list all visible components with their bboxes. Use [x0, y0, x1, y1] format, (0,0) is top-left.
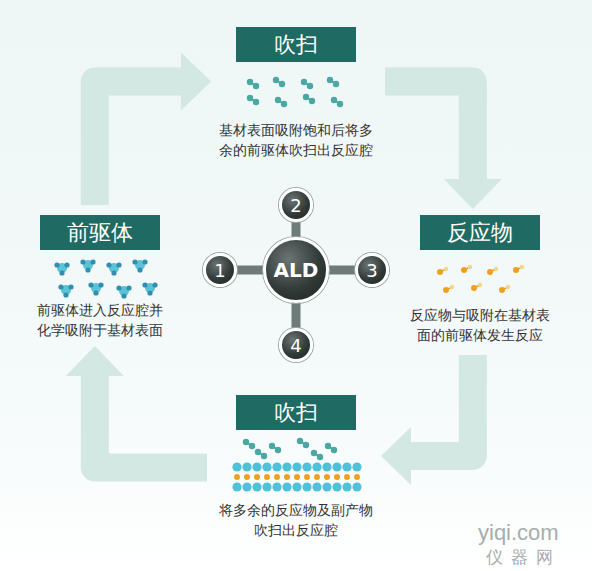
- stage-block: 吹扫基材表面吸附饱和后将多余的前驱体吹扫出反应腔: [217, 27, 375, 160]
- stage-description: 前驱体进入反应腔并化学吸附于基材表面: [35, 300, 165, 340]
- center-label: ALD: [274, 258, 319, 282]
- spoke-line: [296, 301, 297, 330]
- stage-block: 吹扫将多余的反应物及副产物吹扫出反应腔: [217, 395, 375, 540]
- callout-number: 1: [214, 260, 225, 281]
- cycle-arrow: [66, 346, 207, 468]
- callout-number: 2: [290, 195, 301, 216]
- stage-heading: 吹扫: [236, 27, 356, 62]
- stage-heading: 前驱体: [40, 215, 160, 250]
- callout-number: 3: [366, 260, 377, 281]
- watermark: 仪器网: [486, 546, 561, 569]
- step-number: 3: [355, 253, 389, 287]
- stage-heading: 吹扫: [236, 395, 356, 430]
- step-number: 1: [203, 253, 237, 287]
- stage-block: 前驱体前驱体进入反应腔并化学吸附于基材表面: [35, 215, 165, 340]
- cycle-arrow: [385, 82, 502, 209]
- callout-number: 4: [290, 335, 301, 356]
- cycle-arrow: [95, 53, 211, 205]
- stage-description: 基材表面吸附饱和后将多余的前驱体吹扫出反应腔: [217, 120, 375, 160]
- stage-heading: 反应物: [420, 215, 540, 250]
- center-circle: ALD: [263, 237, 329, 303]
- spoke-line: [327, 270, 357, 271]
- stage-description: 反应物与吸附在基材表面的前驱体发生反应: [408, 305, 552, 345]
- stage-block: 反应物反应物与吸附在基材表面的前驱体发生反应: [408, 215, 552, 345]
- step-number: 2: [279, 188, 313, 222]
- substrate-layer: [232, 462, 362, 492]
- watermark: yiqi.com: [478, 520, 559, 546]
- stage-description: 将多余的反应物及副产物吹扫出反应腔: [217, 500, 375, 540]
- step-number: 4: [279, 328, 313, 362]
- spoke-line: [235, 270, 265, 271]
- cycle-arrow: [381, 355, 473, 485]
